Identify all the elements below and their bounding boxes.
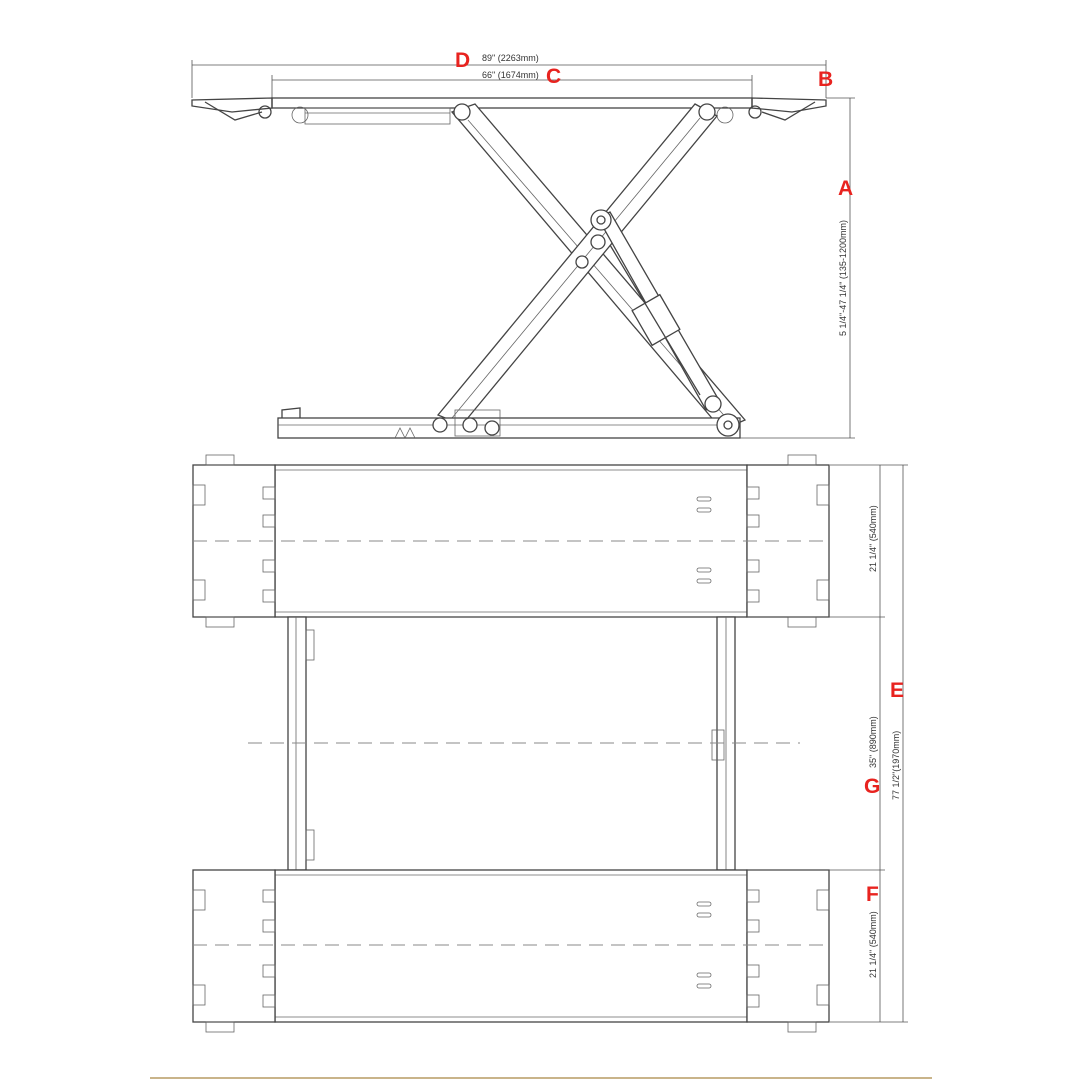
dim-platform-length-bottom: 21 1/4" (540mm): [868, 911, 878, 978]
label-b: B: [818, 68, 833, 91]
label-g: G: [864, 775, 880, 798]
dim-overall-length: 77 1/2"(1970mm): [891, 731, 901, 800]
dim-platform-length-top: 21 1/4" (540mm): [868, 505, 878, 572]
label-a: A: [838, 177, 853, 200]
label-e: E: [890, 679, 904, 702]
dim-platform-width: 66" (1674mm): [482, 70, 539, 80]
dim-overall-width: 89" (2263mm): [482, 53, 539, 63]
label-c: C: [546, 65, 561, 88]
side-view: 89" (2263mm) 66" (1674mm): [191, 53, 855, 439]
top-view: 21 1/4" (540mm) 35" (890mm) 21 1/4" (540…: [192, 454, 908, 1033]
dim-center-gap: 35" (890mm): [868, 716, 878, 768]
dim-lift-height: 5 1/4"-47 1/4" (135-1200mm): [838, 220, 848, 336]
label-d: D: [455, 49, 470, 72]
label-f: F: [866, 883, 879, 906]
